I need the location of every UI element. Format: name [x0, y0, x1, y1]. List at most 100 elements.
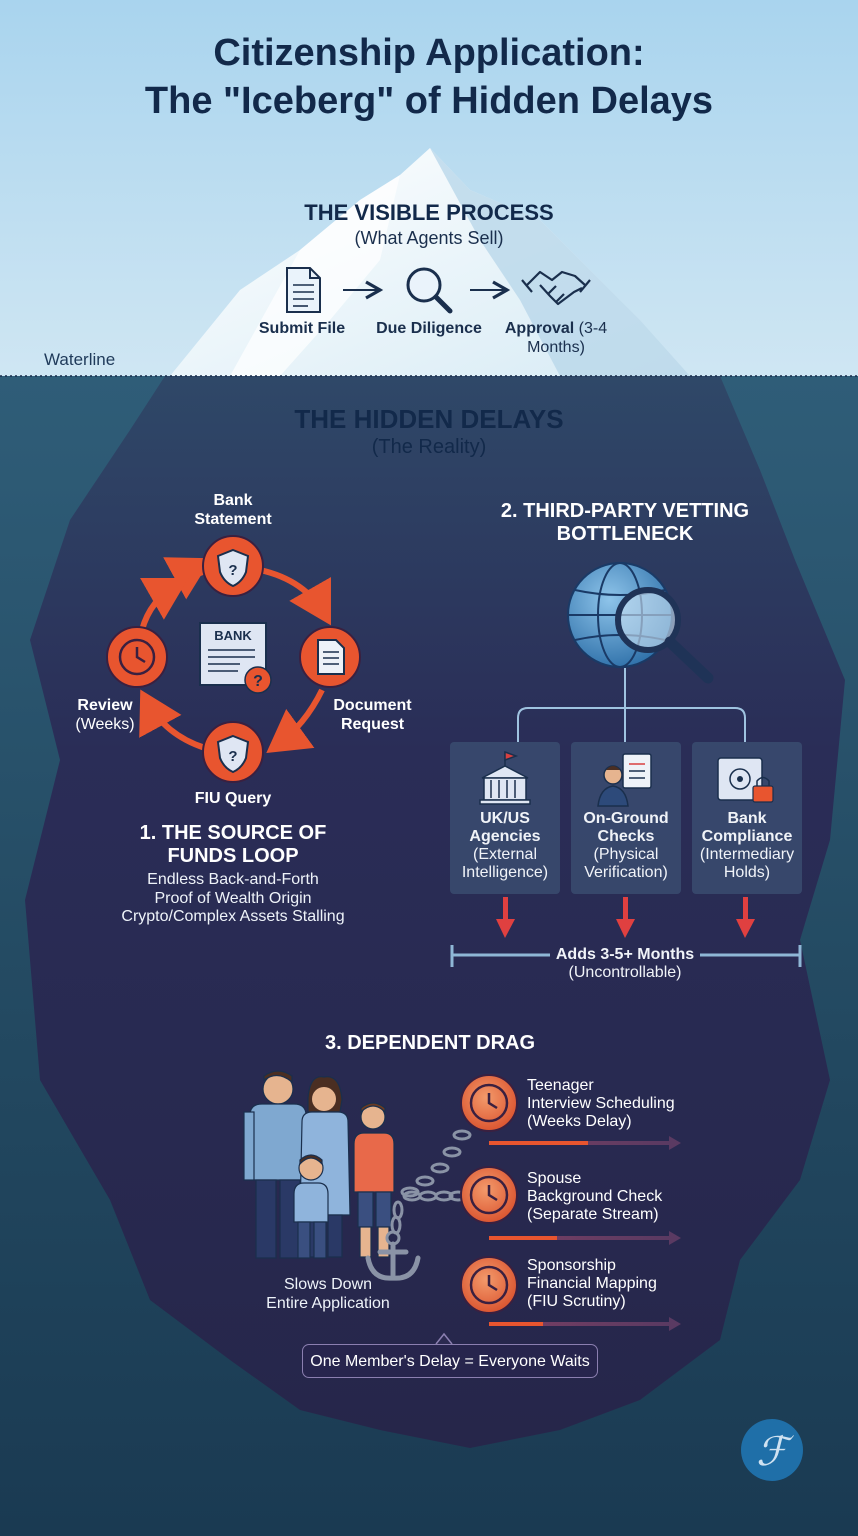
vetting-result-line: (Uncontrollable) — [568, 964, 682, 981]
globe-search-icon — [567, 562, 714, 684]
timeline-bracket — [450, 945, 802, 967]
vetting-heading: 2. THIRD-PARTY VETTING BOTTLENECK — [455, 500, 795, 546]
step-label: (3-4 Months) — [527, 320, 608, 356]
loop-description: Endless Back-and-Forth Proof of Wealth O… — [83, 871, 383, 927]
vetting-heading-line: BOTTLENECK — [556, 523, 694, 545]
node-label: (Weeks) — [75, 716, 135, 733]
step-approval: Approval (3-4 Months) — [496, 319, 616, 357]
card-title: Compliance — [701, 828, 793, 845]
drag-item-teenager: Teenager Interview Scheduling (Weeks Del… — [527, 1077, 747, 1131]
drag-item-line: Background Check — [527, 1188, 663, 1205]
card-title: UK/US — [480, 810, 530, 827]
drag-item-line: Spouse — [527, 1170, 582, 1187]
chain-icon — [390, 1129, 472, 1235]
vetting-result: Adds 3-5+ Months (Uncontrollable) — [540, 946, 710, 982]
delay-arrows — [496, 897, 755, 938]
vetting-result-line: Adds 3-5+ Months — [555, 946, 695, 963]
loop-desc-line: Crypto/Complex Assets Stalling — [121, 908, 345, 925]
brand-logo: ℱ — [741, 1419, 803, 1481]
progress-arrowhead — [669, 1231, 681, 1245]
waterline-label: Waterline — [44, 350, 116, 369]
progress-fill — [489, 1322, 543, 1326]
dependent-heading: 3. DEPENDENT DRAG — [324, 1032, 536, 1054]
card-desc: Holds) — [723, 864, 771, 881]
visible-subheading: (What Agents Sell) — [354, 228, 504, 248]
node-label: Review — [77, 697, 133, 714]
shield-question-icon: ? — [202, 721, 264, 783]
node-label: Request — [340, 716, 405, 733]
drag-item-line: Sponsorship — [527, 1257, 616, 1274]
step-submit-file: Submit File — [252, 319, 352, 338]
card-title: Agencies — [469, 828, 541, 845]
card-title: On-Ground — [583, 810, 669, 827]
onground-card — [571, 742, 681, 894]
card-title: Checks — [597, 828, 655, 845]
progress-arrowhead — [669, 1136, 681, 1150]
loop-node-review: Review (Weeks) — [60, 696, 150, 734]
step-label: File — [317, 320, 346, 337]
hidden-subheading: (The Reality) — [371, 436, 487, 458]
svg-text:?: ? — [228, 562, 237, 579]
clock-review-icon — [106, 626, 168, 688]
step-label: Submit — [258, 320, 314, 337]
progress-arrowhead — [669, 1317, 681, 1331]
hidden-heading: THE HIDDEN DELAYS — [294, 404, 564, 434]
card-desc: (External — [472, 846, 538, 863]
funds-loop-diagram: ? ? ? — [106, 535, 361, 783]
government-building-icon — [479, 750, 531, 805]
loop-desc-line: Proof of Wealth Origin — [154, 889, 312, 907]
drag-item-line: Teenager — [527, 1077, 594, 1094]
document-icon — [286, 267, 321, 313]
anchor-icon — [365, 1230, 421, 1281]
visible-heading: THE VISIBLE PROCESS — [304, 200, 554, 225]
bank-statement-icon: ? — [199, 622, 272, 694]
drag-item-line: Financial Mapping — [527, 1275, 657, 1292]
drag-item-spouse: Spouse Background Check (Separate Stream… — [527, 1170, 747, 1224]
agency-card-text: UK/US Agencies (External Intelligence) — [450, 810, 560, 882]
shield-question-icon: ? — [202, 535, 264, 597]
footer-callout: One Member's Delay = Everyone Waits — [302, 1344, 598, 1378]
svg-text:?: ? — [253, 673, 263, 690]
dependent-drag-markers — [460, 1074, 518, 1314]
card-title: Bank — [727, 810, 767, 827]
delay-progress-bars — [489, 1136, 681, 1331]
loop-node-document-request: Document Request — [320, 696, 425, 734]
drag-item-line: (FIU Scrutiny) — [527, 1293, 626, 1310]
onground-card-text: On-Ground Checks (Physical Verification) — [571, 810, 681, 882]
drag-item-sponsorship: Sponsorship Financial Mapping (FIU Scrut… — [527, 1257, 747, 1311]
card-desc: Verification) — [584, 864, 668, 881]
loop-heading: 1. THE SOURCE OF FUNDS LOOP — [83, 822, 383, 868]
loop-heading-line: 1. THE SOURCE OF — [139, 822, 327, 844]
family-icon — [243, 1070, 395, 1259]
page-title-line1: Citizenship Application: — [213, 32, 645, 74]
loop-node-bank-statement: Bank Statement — [183, 491, 283, 529]
vetting-heading-line: 2. THIRD-PARTY VETTING — [500, 500, 750, 522]
inspector-icon — [597, 753, 652, 807]
step-label: Approval — [504, 320, 575, 337]
progress-fill — [489, 1236, 557, 1240]
progress-track — [489, 1322, 669, 1326]
progress-track — [489, 1236, 669, 1240]
bank-label: BANK — [214, 628, 252, 643]
family-caption: Slows Down Entire Application — [228, 1276, 428, 1313]
agency-card — [450, 742, 560, 894]
magnifier-icon — [406, 267, 453, 314]
family-caption-line: Slows Down — [283, 1276, 373, 1293]
loop-node-fiu-query: FIU Query — [194, 790, 272, 807]
card-desc: (Intermediary — [699, 846, 795, 863]
bank-card-text: Bank Compliance (Intermediary Holds) — [692, 810, 802, 882]
drag-item-line: (Weeks Delay) — [527, 1113, 632, 1130]
page-title-line2: The "Iceberg" of Hidden Delays — [144, 80, 714, 122]
drag-item-line: (Separate Stream) — [527, 1206, 659, 1223]
safe-lock-icon — [717, 757, 774, 803]
progress-fill — [489, 1141, 588, 1145]
card-desc: Intelligence) — [461, 864, 549, 881]
step-label: Due — [376, 320, 407, 337]
node-label: Bank — [213, 492, 253, 509]
step-label: Diligence — [410, 320, 482, 337]
node-label: Statement — [194, 511, 272, 528]
loop-desc-line: Endless Back-and-Forth — [147, 871, 319, 888]
loop-heading-line: FUNDS LOOP — [167, 845, 299, 867]
handshake-icon — [521, 270, 591, 306]
